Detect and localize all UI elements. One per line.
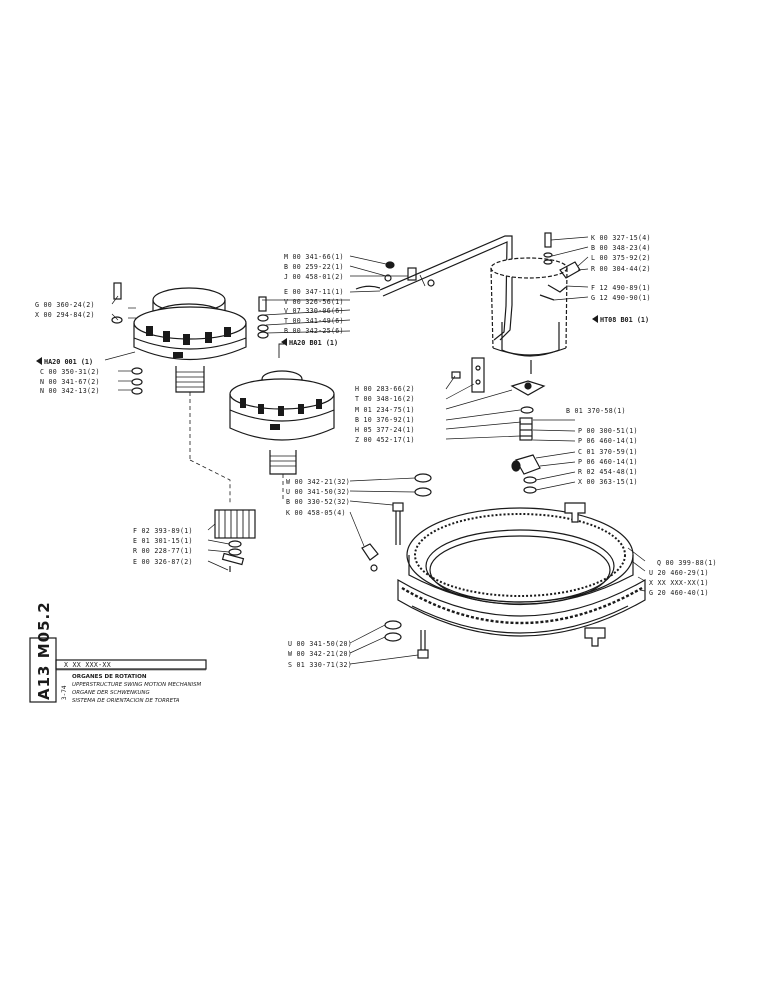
fitting-stack <box>511 406 541 494</box>
sheet-code: A13 M05.2 <box>35 601 53 700</box>
part-label: U 00 341-50(32) <box>286 488 350 496</box>
hydraulic-piping <box>355 235 513 341</box>
ref-label-ha20-b01: HA20 B01 (1) <box>289 339 338 347</box>
part-label: R 02 454-48(1) <box>578 468 638 476</box>
part-label: N 00 341-67(2) <box>40 378 100 386</box>
mounting-bracket <box>451 357 546 396</box>
part-label: M 01 234-75(1) <box>355 406 415 414</box>
part-label: P 00 300-51(1) <box>578 427 638 435</box>
part-label: X 00 363-15(1) <box>578 478 638 486</box>
part-label: B 00 348-23(4) <box>591 244 651 252</box>
swing-motor-center <box>229 296 335 475</box>
part-label: R 00 304-44(2) <box>591 265 651 273</box>
part-label: F 02 393-89(1) <box>133 527 193 535</box>
part-label: B 00 259-22(1) <box>284 263 344 271</box>
part-label: R 00 228-77(1) <box>133 547 193 555</box>
part-label: E 01 301-15(1) <box>133 537 193 545</box>
title-de: ORGANE DER SCHWENKUNG <box>72 690 150 696</box>
part-label: T 00 348-16(2) <box>355 395 415 403</box>
part-label: P 06 460-14(1) <box>578 458 638 466</box>
sheet-date: 3-74 <box>61 685 68 700</box>
part-label: C 01 370-59(1) <box>578 448 638 456</box>
part-label: B 00 342-25(6) <box>284 327 344 335</box>
part-label: L 00 375-92(2) <box>591 254 651 262</box>
title-es: SISTEMA DE ORIENTACION DE TORRETA <box>72 698 180 704</box>
part-label: U 20 460-29(1) <box>649 569 709 577</box>
part-label: T 00 341-49(6) <box>284 317 344 325</box>
part-label: U 00 341-50(20) <box>288 640 352 648</box>
ref-marker: HA20 B01 (1) <box>281 338 338 347</box>
part-label: Z 00 452-17(1) <box>355 436 415 444</box>
ref-marker: HA20 001 (1) <box>36 357 93 366</box>
title-en: UPPERSTRUCTURE SWING MOTION MECHANISM <box>72 682 202 688</box>
ref-label-ht08-b01: HT08 B01 (1) <box>600 316 649 324</box>
part-label: P 06 460-14(1) <box>578 437 638 445</box>
part-label: X 00 294-84(2) <box>35 311 95 319</box>
part-label: G 00 360-24(2) <box>35 301 95 309</box>
part-label: N 00 342-13(2) <box>40 387 100 395</box>
part-label: K 00 327-15(4) <box>591 234 651 242</box>
sheet-title-block <box>29 637 207 703</box>
drive-pinion <box>214 509 256 572</box>
swing-motor-left <box>111 282 247 460</box>
part-label: H 05 377-24(1) <box>355 426 415 434</box>
part-label: G 20 460-40(1) <box>649 589 709 597</box>
sheet-ref: X XX XXX-XX <box>64 661 111 669</box>
part-label: F 12 490-89(1) <box>591 284 651 292</box>
part-label: H 00 283-66(2) <box>355 385 415 393</box>
part-label: K 00 458-05(4) <box>286 509 346 517</box>
oil-tank <box>490 232 581 374</box>
part-label: X XX XXX-XX(1) <box>649 579 709 587</box>
part-label: E 00 347-11(1) <box>284 288 344 296</box>
part-label: M 00 341-66(1) <box>284 253 344 261</box>
title-fr: ORGANES DE ROTATION <box>72 674 147 680</box>
part-label: B 00 330-52(32) <box>286 498 350 506</box>
part-label: V 07 330-06(6) <box>284 307 344 315</box>
ref-marker: HT08 B01 (1) <box>592 315 649 324</box>
part-label: W 00 342-21(20) <box>288 650 352 658</box>
part-label: S 01 330-71(32) <box>288 661 352 669</box>
part-label: C 00 350-31(2) <box>40 368 100 376</box>
part-label: B 10 376-92(1) <box>355 416 415 424</box>
part-label: W 00 342-21(32) <box>286 478 350 486</box>
part-label: E 00 326-87(2) <box>133 558 193 566</box>
part-label: V 00 326-56(1) <box>284 298 344 306</box>
part-label: G 12 490-90(1) <box>591 294 651 302</box>
part-label: Q 00 399-88(1) <box>657 559 717 567</box>
part-label: J 00 458-01(2) <box>284 273 344 281</box>
slewing-ring-gear <box>397 502 646 647</box>
ref-label-ha20-001: HA20 001 (1) <box>44 358 93 366</box>
part-label: B 01 370-58(1) <box>566 407 626 415</box>
